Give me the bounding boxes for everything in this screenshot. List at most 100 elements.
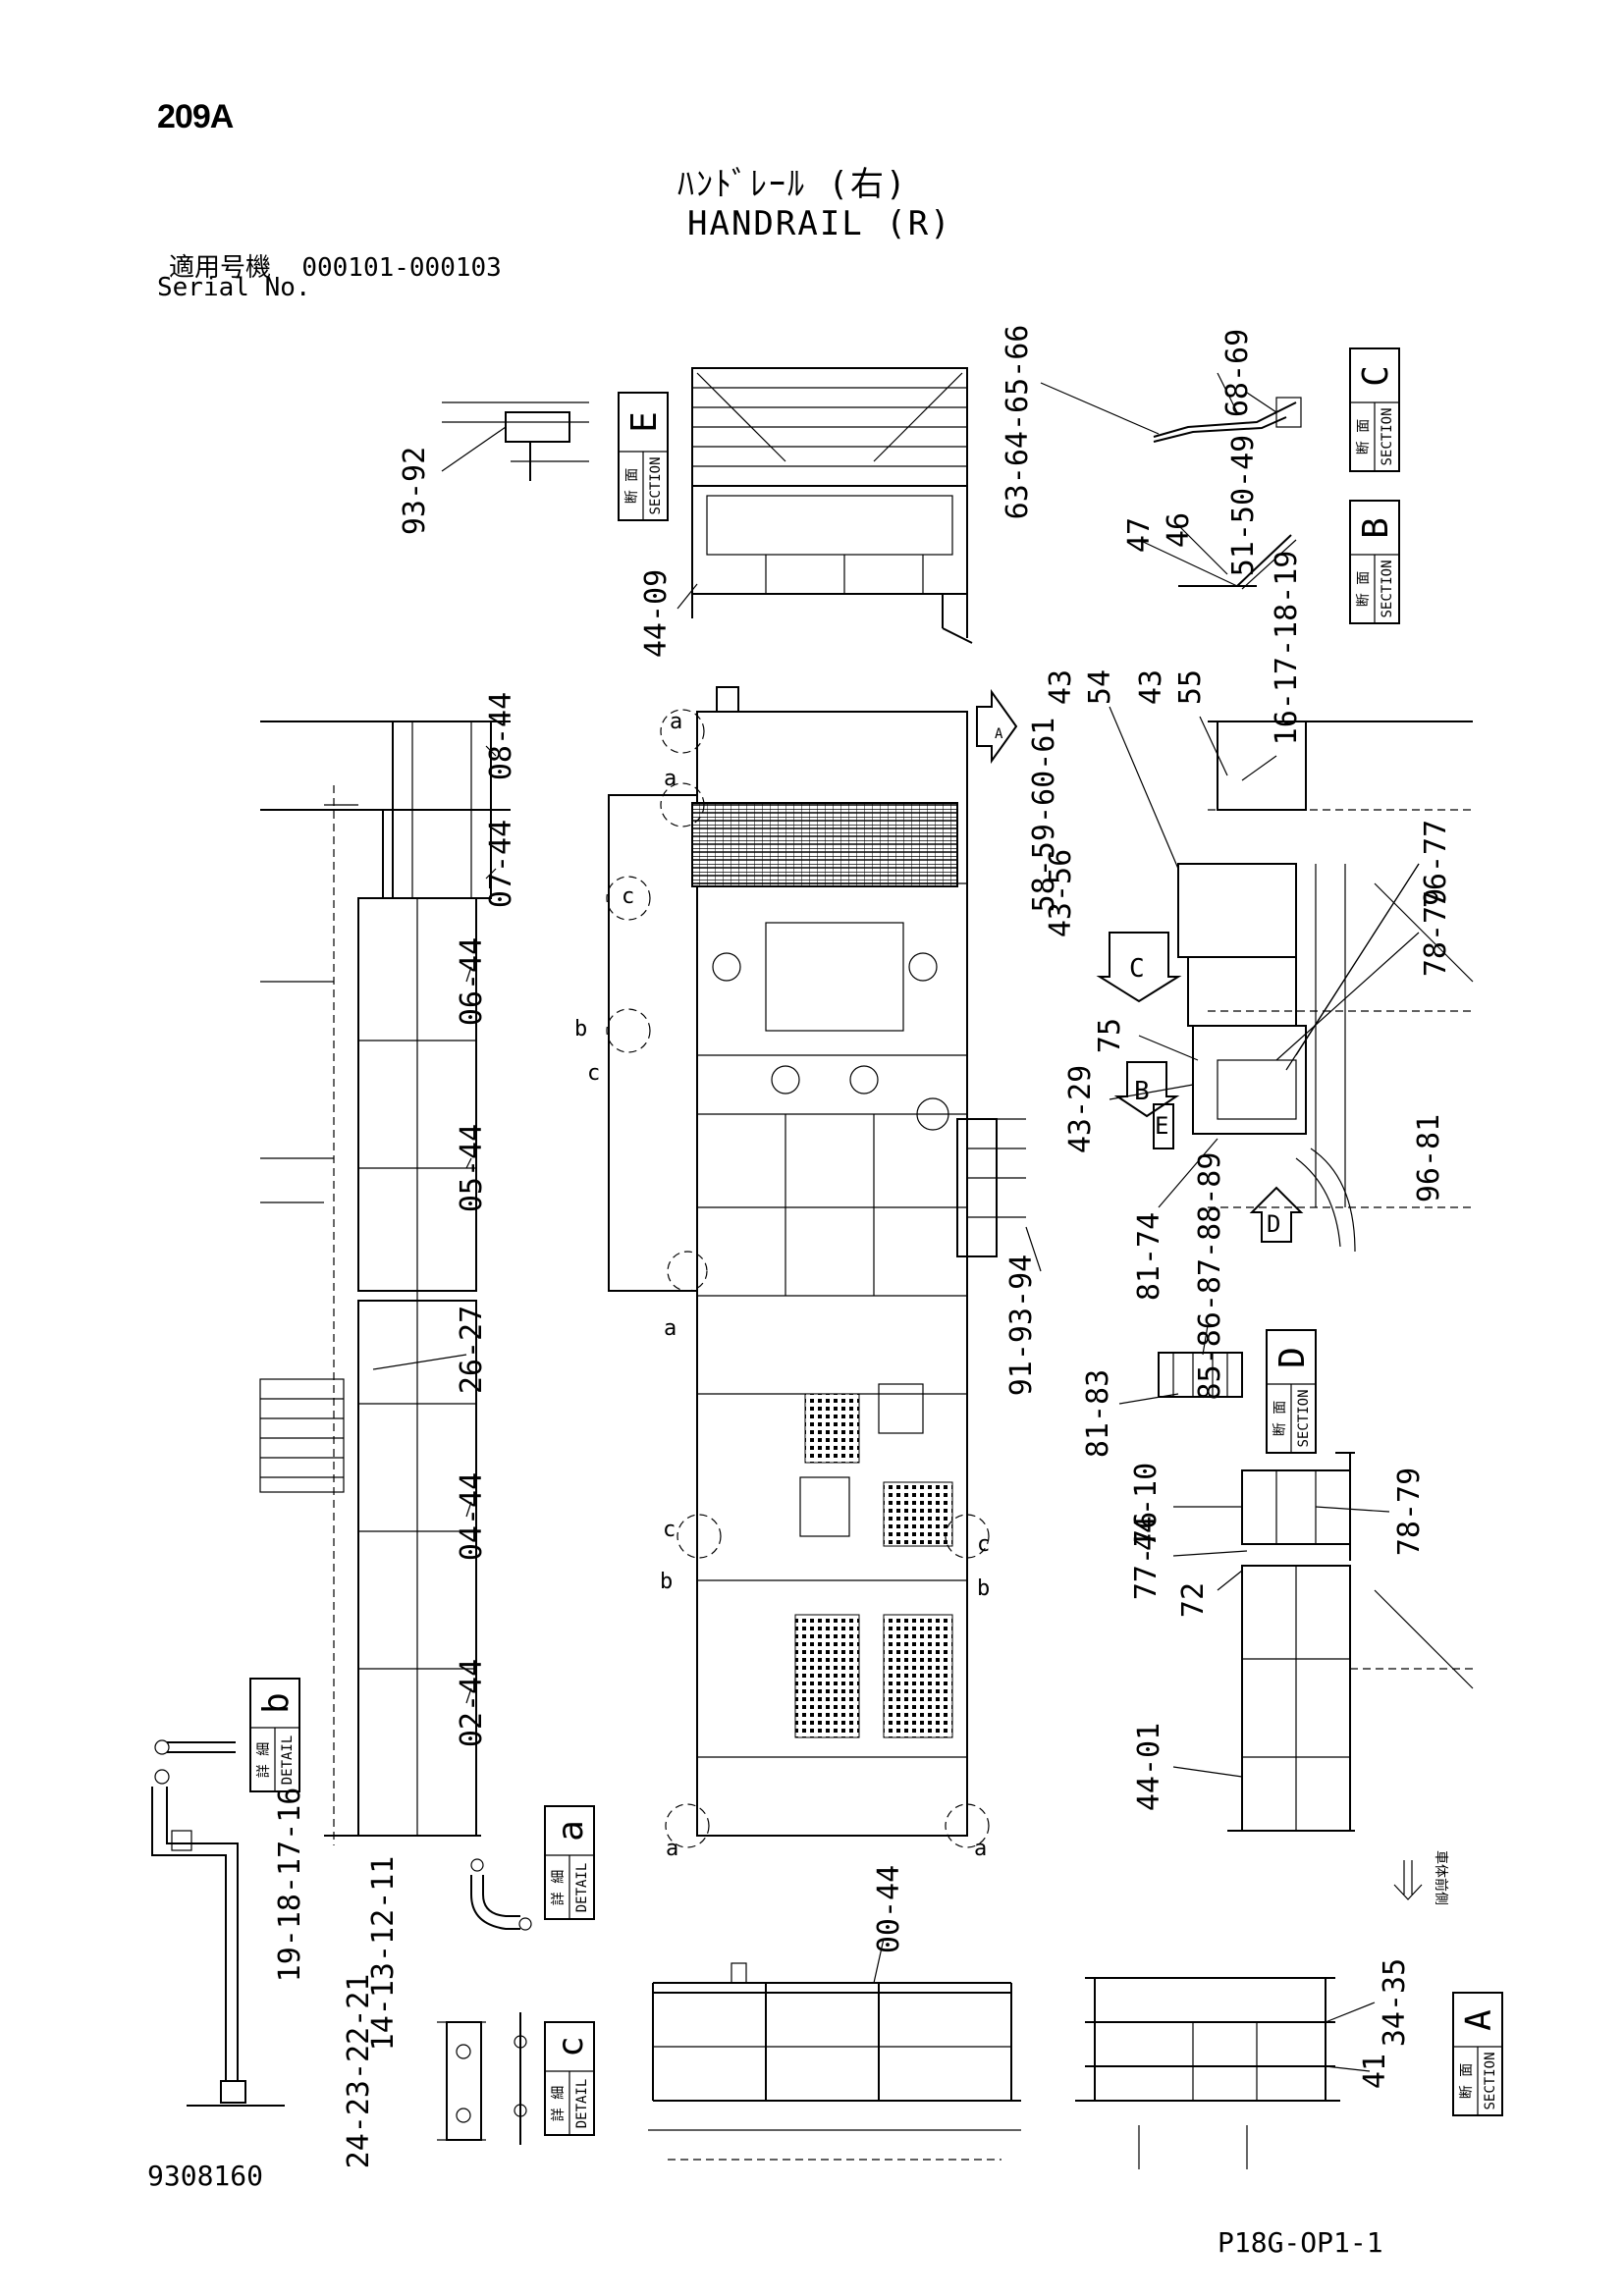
title-japanese: ﾊﾝﾄﾞﾚｰﾙ (右)	[677, 165, 908, 204]
section-arrow-c: C	[1096, 932, 1182, 1003]
svg-text:a: a	[670, 710, 682, 734]
detail-a-view	[470, 1858, 532, 1931]
svg-text:75: 75	[1093, 1018, 1127, 1053]
svg-text:26-27: 26-27	[455, 1306, 489, 1394]
callout-labels: 93-92 44-09 63-64-65-66 68-69 47 46 51-5…	[273, 325, 1453, 2169]
svg-text:c: c	[977, 1532, 990, 1557]
page-number: 209A	[157, 98, 234, 135]
svg-text:85-86-87-88-89: 85-86-87-88-89	[1193, 1152, 1227, 1401]
svg-text:E: E	[624, 411, 665, 433]
svg-text:車体前側: 車体前側	[1433, 1850, 1449, 1905]
detail-c-view	[437, 2012, 527, 2145]
right-detail-view	[1177, 721, 1474, 1253]
svg-text:55: 55	[1173, 669, 1208, 705]
svg-text:SECTION: SECTION	[1296, 1389, 1312, 1447]
left-handrail-elevation	[259, 721, 511, 1845]
svg-text:D: D	[1272, 1347, 1313, 1368]
svg-text:詳 細: 詳 細	[551, 1870, 567, 1905]
drawing-number: 9308160	[147, 2160, 264, 2192]
section-box-b: B 断 面 SECTION	[1349, 500, 1400, 624]
svg-text:96-81: 96-81	[1412, 1114, 1446, 1202]
svg-text:43: 43	[1134, 669, 1168, 705]
svg-text:断 面: 断 面	[1459, 2063, 1475, 2099]
svg-text:19-18-17-16: 19-18-17-16	[273, 1788, 307, 1983]
svg-text:76-77: 76-77	[1419, 820, 1453, 908]
svg-text:68-69: 68-69	[1220, 329, 1255, 417]
svg-text:a: a	[664, 767, 677, 791]
serial-line-japanese: 適用号機 000101-000103	[169, 247, 502, 284]
svg-text:SECTION: SECTION	[648, 456, 664, 514]
svg-text:a: a	[666, 1837, 678, 1861]
title-english: HANDRAIL (R)	[687, 204, 952, 243]
svg-text:51-50-49: 51-50-49	[1226, 435, 1261, 577]
section-arrow-a: A	[976, 688, 1018, 765]
svg-text:c: c	[663, 1518, 676, 1542]
serial-label-jp: 適用号機	[169, 253, 272, 283]
svg-text:a: a	[551, 1820, 591, 1842]
svg-text:断 面: 断 面	[1356, 571, 1372, 607]
svg-text:02-44: 02-44	[455, 1659, 489, 1747]
svg-text:04-44: 04-44	[455, 1472, 489, 1561]
svg-text:91-93-94: 91-93-94	[1004, 1255, 1039, 1397]
detail-box-b: b 詳 細 DETAIL	[249, 1678, 300, 1792]
svg-text:詳 細: 詳 細	[256, 1742, 272, 1778]
section-box-d: D 断 面 SECTION	[1266, 1329, 1317, 1454]
svg-text:72: 72	[1176, 1582, 1211, 1618]
svg-text:44-09: 44-09	[639, 569, 674, 658]
svg-text:81-83: 81-83	[1081, 1369, 1115, 1458]
serial-range: 000101-000103	[301, 253, 502, 283]
svg-text:DETAIL: DETAIL	[280, 1735, 296, 1786]
section-arrow-d: D	[1249, 1186, 1304, 1243]
svg-text:詳 細: 詳 細	[551, 2086, 567, 2121]
bottom-center-elevation	[648, 1962, 1021, 2161]
svg-text:a: a	[974, 1837, 987, 1861]
section-a-view	[1075, 1977, 1340, 2169]
svg-text:43-56: 43-56	[1044, 849, 1078, 937]
svg-text:b: b	[977, 1576, 990, 1601]
svg-text:b: b	[660, 1570, 673, 1594]
svg-text:c: c	[587, 1061, 600, 1086]
section-b-inset	[1138, 534, 1297, 590]
svg-text:DETAIL: DETAIL	[574, 2079, 590, 2129]
svg-text:78-79: 78-79	[1419, 888, 1453, 977]
svg-text:05-44: 05-44	[455, 1124, 489, 1212]
svg-text:c: c	[551, 2036, 591, 2057]
svg-text:47: 47	[1122, 517, 1157, 553]
svg-text:58-59-60-61: 58-59-60-61	[1027, 718, 1061, 913]
figure-code: P18G-OP1-1	[1218, 2226, 1383, 2259]
svg-text:E: E	[1155, 1112, 1168, 1140]
svg-text:14-13-12-11: 14-13-12-11	[366, 1856, 401, 2052]
svg-text:SECTION: SECTION	[1380, 407, 1395, 465]
svg-text:断 面: 断 面	[1272, 1401, 1288, 1436]
section-box-c: C 断 面 SECTION	[1349, 347, 1400, 472]
svg-text:07-44: 07-44	[484, 820, 518, 908]
leader-lines	[372, 382, 1420, 2072]
svg-text:SECTION: SECTION	[1483, 2052, 1498, 2109]
svg-text:93-92: 93-92	[398, 447, 432, 535]
front-direction-indicator: 車体前側	[1393, 1850, 1449, 1905]
svg-text:77-76: 77-76	[1129, 1512, 1164, 1600]
svg-text:16-17-18-19: 16-17-18-19	[1270, 551, 1304, 746]
svg-text:00-44: 00-44	[872, 1865, 906, 1953]
serial-label-english: Serial No.	[157, 273, 311, 302]
svg-text:断 面: 断 面	[1356, 419, 1372, 454]
svg-text:44-10: 44-10	[1129, 1463, 1164, 1551]
svg-text:SECTION: SECTION	[1380, 560, 1395, 617]
section-box-a: A 断 面 SECTION	[1452, 1992, 1503, 2116]
section-d-inset	[1158, 1352, 1243, 1398]
svg-text:C: C	[1129, 954, 1145, 984]
section-e-view	[691, 367, 973, 644]
detail-box-a: a 詳 細 DETAIL	[544, 1805, 595, 1920]
svg-text:08-44: 08-44	[484, 692, 518, 780]
svg-text:断 面: 断 面	[624, 468, 640, 504]
svg-text:24-23-22-21: 24-23-22-21	[342, 1974, 376, 2169]
section-arrow-e: E	[1153, 1103, 1174, 1149]
svg-text:43: 43	[1044, 669, 1078, 705]
detail-box-c: c 詳 細 DETAIL	[544, 2021, 595, 2136]
center-plan-view	[606, 686, 1026, 1848]
section-box-e: E 断 面 SECTION	[618, 392, 669, 521]
svg-text:b: b	[256, 1692, 297, 1714]
svg-text:41: 41	[1358, 2054, 1392, 2089]
svg-text:B: B	[1356, 517, 1396, 539]
